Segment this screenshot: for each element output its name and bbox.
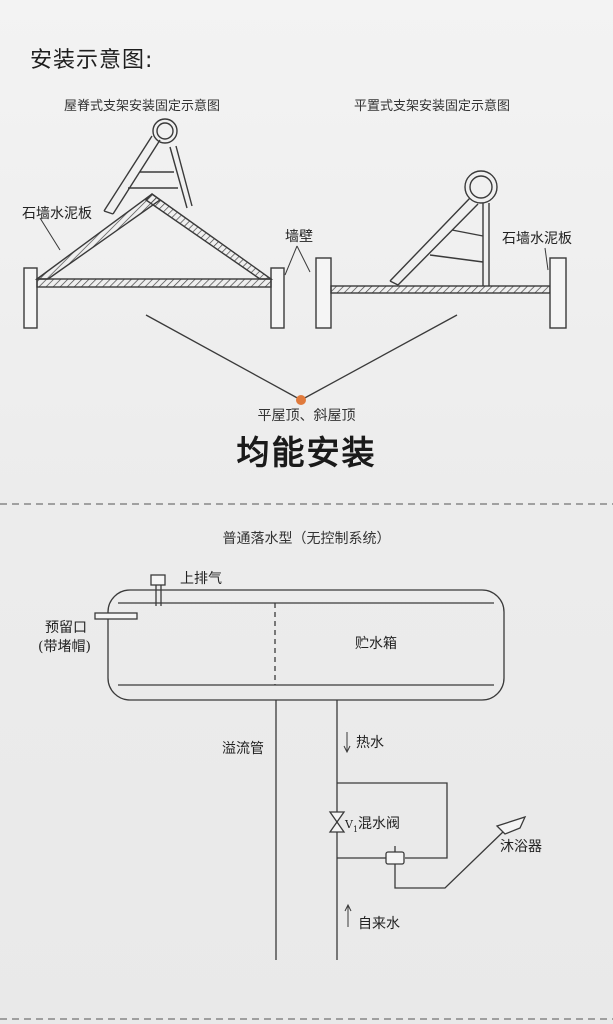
headline: 均能安装 <box>236 433 377 472</box>
plumbing-diagram <box>94 574 527 960</box>
roof-pointer-lines <box>145 314 458 401</box>
reserved-port-cap-label: (带堵帽) <box>38 639 91 655</box>
reserved-port-label: 预留口 <box>45 620 87 636</box>
mixing-valve <box>328 811 346 824</box>
flat-mount-diagram <box>330 170 567 329</box>
roof-base-beam <box>36 278 272 288</box>
shower-label: 沐浴器 <box>500 839 542 855</box>
vent-label: 上排气 <box>180 571 222 587</box>
ridge-mount-caption: 屋脊式支架安装固定示意图 <box>64 99 221 114</box>
valve-subscript: 1 <box>352 824 359 834</box>
ridge-mount-diagram <box>23 118 285 329</box>
right-wall-post <box>549 257 567 329</box>
flat-tank <box>464 170 498 204</box>
accent-dot <box>296 395 306 405</box>
middle-wall-post <box>315 257 332 329</box>
valve-code: V <box>345 818 353 831</box>
middle-wall <box>284 245 332 329</box>
vent-cap <box>150 574 166 586</box>
tank-label: 贮水箱 <box>355 636 397 652</box>
section-title: 安装示意图: <box>30 48 154 73</box>
shower-valve <box>385 851 405 865</box>
gable-roof-right <box>144 193 274 280</box>
flat-base-beam <box>330 285 551 294</box>
hot-water-label: 热水 <box>356 735 384 751</box>
overflow-label: 溢流管 <box>222 741 264 757</box>
plumbing-title: 普通落水型（无控制系统） <box>222 531 391 547</box>
flat-wall-label: 石墙水泥板 <box>502 231 572 247</box>
tap-water-label: 自来水 <box>358 916 400 932</box>
flat-mount-caption: 平置式支架安装固定示意图 <box>354 99 511 114</box>
roof-types-text: 平屋顶、斜屋顶 <box>257 408 356 424</box>
ridge-tank <box>152 118 178 144</box>
storage-tank <box>107 589 505 701</box>
shower-head <box>495 815 527 835</box>
middle-wall-label: 墙壁 <box>285 229 313 245</box>
mixing-valve-label: V1混水阀 <box>345 813 400 834</box>
reserved-port <box>94 612 138 620</box>
ridge-wall-label: 石墙水泥板 <box>22 206 92 222</box>
valve-text: 混水阀 <box>358 816 401 832</box>
left-wall-post <box>23 267 38 329</box>
left-wall-post-right <box>270 267 285 329</box>
